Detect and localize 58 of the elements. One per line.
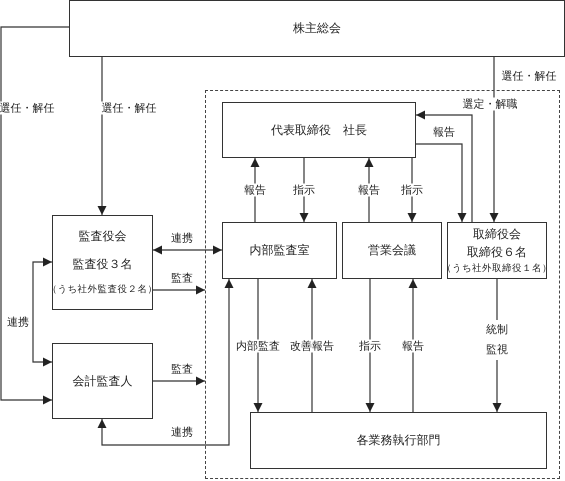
arrow bbox=[416, 110, 473, 222]
box-title: 監査役会 bbox=[78, 229, 126, 244]
edge-label: 連携 bbox=[170, 232, 194, 244]
box-title: 取締役会 bbox=[473, 226, 521, 242]
edge-label: 改善報告 bbox=[289, 340, 335, 352]
arrow bbox=[408, 279, 418, 412]
edge-label: 選任・解任 bbox=[0, 102, 56, 114]
arrow bbox=[408, 158, 416, 222]
arrow bbox=[98, 279, 234, 446]
arrow bbox=[153, 286, 205, 294]
edge-label: 監査 bbox=[170, 362, 194, 376]
edge-label: 指示 bbox=[400, 184, 424, 196]
arrow bbox=[308, 279, 316, 412]
box-title: 株主総会 bbox=[293, 21, 341, 36]
edge-label: 報告 bbox=[432, 126, 456, 138]
box-title: 会計監査人 bbox=[72, 374, 132, 388]
edge-label: 指示 bbox=[358, 340, 382, 352]
arrow bbox=[300, 158, 308, 222]
box-title: 営業会議 bbox=[368, 243, 416, 258]
arrow bbox=[98, 57, 106, 215]
box-note: （うち社外監査役２名） bbox=[48, 284, 158, 296]
edge-label: 連携 bbox=[6, 316, 30, 328]
edge-label: 監査 bbox=[170, 272, 194, 284]
arrow bbox=[153, 376, 205, 386]
organization-box bbox=[250, 412, 547, 469]
arrow bbox=[153, 246, 222, 254]
box-subtitle: 取締役６名 bbox=[467, 244, 527, 260]
edge-label: 指示 bbox=[292, 184, 316, 196]
organization-box bbox=[447, 222, 547, 279]
organization-box bbox=[342, 222, 442, 279]
organization-box bbox=[69, 0, 565, 57]
box-title: 代表取締役 社長 bbox=[271, 122, 367, 138]
edge-label: 連携 bbox=[170, 426, 194, 438]
box-subtitle: 監査役３名 bbox=[72, 256, 132, 272]
organization-box bbox=[222, 102, 416, 158]
arrow bbox=[250, 158, 260, 222]
arrow bbox=[366, 279, 374, 412]
edge-label: 報告 bbox=[357, 184, 381, 196]
arrow bbox=[0, 26, 69, 404]
organization-box bbox=[52, 343, 153, 419]
arrow bbox=[254, 279, 262, 412]
edge-label: 報告 bbox=[243, 184, 267, 196]
arrow bbox=[416, 143, 466, 222]
dashed-region bbox=[205, 90, 560, 479]
edge-label: 内部監査 bbox=[235, 340, 281, 352]
edge-label: 選定・解職 bbox=[462, 98, 518, 110]
organization-box bbox=[52, 215, 153, 310]
edge-label: 統制監視 bbox=[484, 320, 510, 360]
arrow bbox=[32, 258, 52, 366]
edge-label: 報告 bbox=[401, 340, 425, 352]
box-title: 各業務執行部門 bbox=[356, 433, 440, 448]
arrow bbox=[364, 158, 374, 222]
arrow bbox=[490, 57, 498, 222]
box-title: 内部監査室 bbox=[250, 243, 310, 258]
edge-label: 選任・解任 bbox=[500, 70, 558, 82]
box-note: （うち社外取締役１名） bbox=[442, 262, 552, 274]
edge-label: 選任・解任 bbox=[100, 102, 158, 114]
organization-box bbox=[222, 222, 337, 279]
